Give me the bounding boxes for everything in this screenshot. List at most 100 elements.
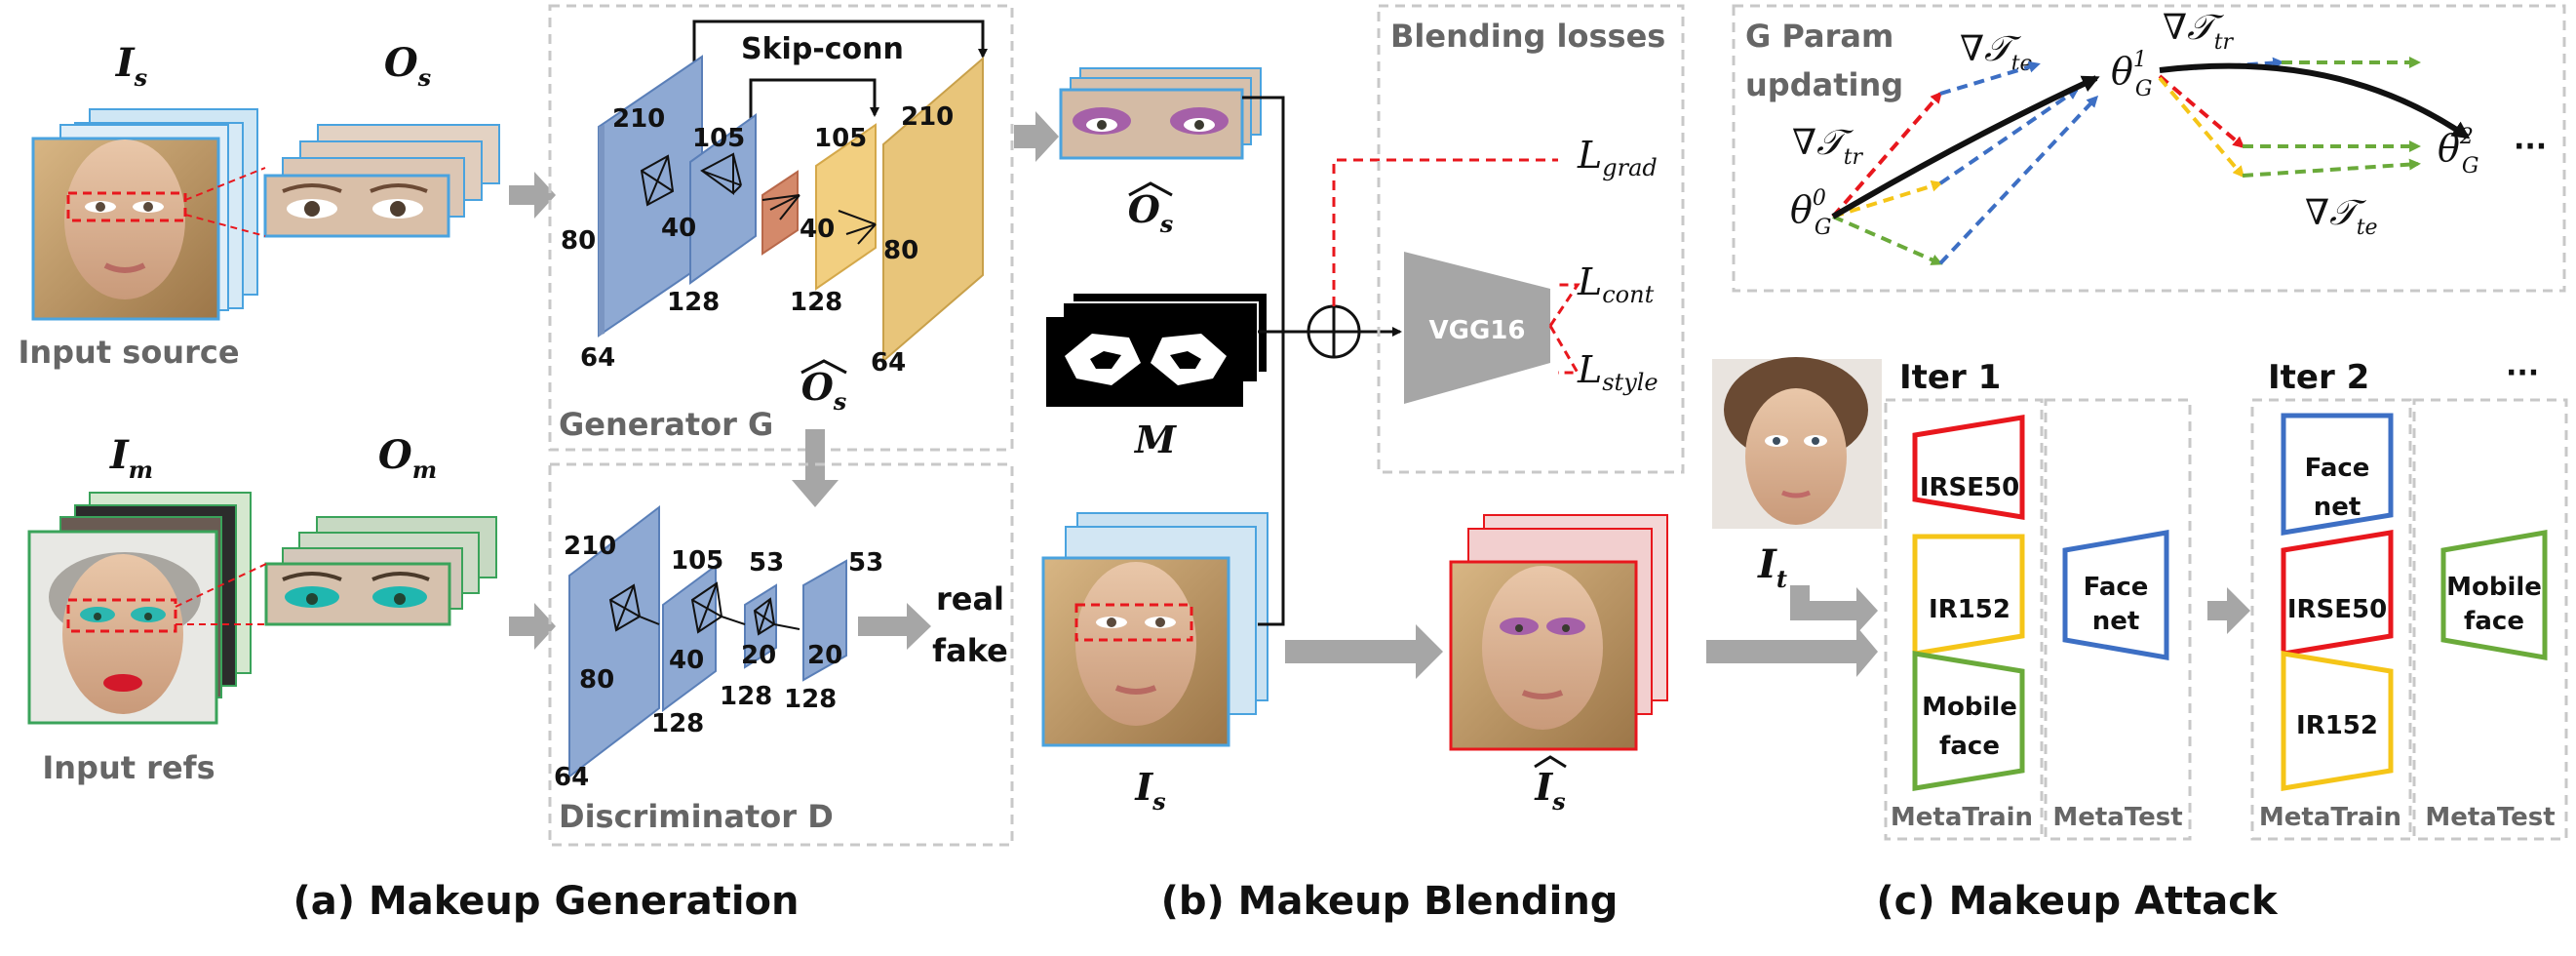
arrow-generator-to-discriminator (792, 429, 839, 507)
iter2-metatest-label: MetaTest (2425, 803, 2555, 832)
iter1-metatrain-label: MetaTrain (1891, 803, 2033, 832)
target-symbol: It (1757, 541, 1787, 593)
disc-out-fake: fake (932, 632, 1008, 669)
disc-out-real: real (936, 580, 1004, 617)
disc-dim-3: 64 (554, 763, 589, 792)
gen-dim-7: 105 (814, 124, 867, 153)
target-face-image (1712, 357, 1882, 529)
iter2-metatrain-label: MetaTrain (2259, 803, 2401, 832)
gen-dim-1: 210 (612, 104, 665, 134)
makeup-eyes-stack (1061, 68, 1261, 158)
arrow-target-to-iter (1790, 585, 1878, 634)
disc-dim-4: 105 (671, 546, 723, 576)
arrow-to-real-fake (858, 603, 931, 650)
section-blending: Os M Is (1014, 6, 1683, 924)
section-generation: Is Os Input source (18, 6, 1012, 924)
generator-output-symbol: Os (801, 365, 847, 416)
skip-connection-label: Skip-conn (741, 32, 904, 66)
disc-dim-1: 210 (564, 532, 616, 561)
input-refs-label: Input refs (42, 749, 215, 786)
disc-dim-2: 80 (579, 665, 614, 695)
output-source-eye-stack (265, 125, 499, 236)
caption-makeup-blending: (b) Makeup Blending (1161, 879, 1619, 924)
gen-dim-4: 105 (692, 124, 745, 153)
grad-tr-left: ∇𝒯tr (1792, 123, 1864, 170)
param-title-line1: G Param (1745, 18, 1893, 55)
arrow-to-os-hat (1014, 111, 1059, 162)
arrow-to-generator (509, 172, 556, 219)
result-face-stack (1451, 515, 1667, 749)
iter1-mobile-line2: face (1939, 732, 2000, 761)
gen-dim-10: 128 (790, 288, 842, 317)
output-refs-eye-stack (266, 517, 496, 624)
gen-dim-8: 40 (800, 215, 835, 244)
blending-losses-box (1379, 6, 1683, 472)
makeup-eyes-symbol: Os (1128, 187, 1174, 238)
caption-makeup-generation: (a) Makeup Generation (293, 879, 799, 924)
gen-dim-12: 64 (871, 348, 906, 378)
disc-dim-9: 128 (720, 682, 772, 711)
gen-dim-3: 64 (580, 343, 615, 373)
iter1-ir152-label: IR152 (1929, 595, 2010, 624)
mask-symbol: M (1133, 418, 1177, 461)
input-refs-symbol: Im (109, 432, 153, 484)
iter1-facenet-line2: net (2092, 607, 2140, 636)
generator-title: Generator G (559, 406, 773, 443)
iter2-ir152-label: IR152 (2296, 711, 2378, 740)
iter1-irse50-label: IRSE50 (1920, 473, 2019, 502)
gen-dim-6: 128 (667, 288, 720, 317)
iter2-facenet-line2: net (2314, 493, 2361, 522)
iter-more: ··· (2506, 356, 2539, 390)
disc-dim-11: 20 (807, 641, 842, 670)
arrow-to-result (1285, 624, 1443, 679)
disc-dim-6: 128 (651, 709, 704, 738)
gen-dim-5: 40 (661, 214, 696, 243)
blending-losses-title: Blending losses (1390, 18, 1665, 55)
arrow-iter1-to-iter2 (2207, 587, 2250, 634)
mask-stack (1047, 293, 1268, 406)
discriminator-title: Discriminator D (559, 798, 834, 835)
grad-te-bottom: ∇𝒯te (2305, 193, 2378, 240)
result-symbol: Is (1534, 765, 1566, 816)
iter1-label: Iter 1 (1899, 358, 2001, 397)
output-source-symbol: Os (384, 40, 432, 92)
iter2-irse50-label: IRSE50 (2287, 595, 2387, 624)
disc-dim-12: 128 (784, 685, 837, 714)
input-refs-image-stack (29, 493, 251, 723)
iter1-facenet-line1: Face (2084, 573, 2149, 602)
loss-cont: Lcont (1577, 260, 1655, 308)
disc-dim-5: 40 (669, 646, 704, 675)
iter2-facenet-line1: Face (2305, 454, 2370, 483)
iter1-mobile-line1: Mobile (1922, 693, 2017, 722)
loss-grad: Lgrad (1577, 134, 1658, 181)
loss-style: Lstyle (1577, 348, 1659, 396)
gen-dim-2: 80 (561, 226, 596, 256)
arrow-result-to-iter (1706, 626, 1878, 677)
blending-source-face-stack (1043, 513, 1268, 745)
theta-ellipsis: ··· (2514, 130, 2547, 164)
caption-makeup-attack: (c) Makeup Attack (1876, 879, 2279, 924)
disc-dim-8: 20 (741, 641, 776, 670)
gen-dim-9: 80 (883, 236, 918, 265)
grad-tr-top: ∇𝒯tr (2163, 8, 2235, 55)
blending-source-symbol: Is (1134, 765, 1166, 816)
output-refs-symbol: Om (378, 432, 437, 484)
gen-dim-11: 210 (901, 102, 954, 132)
vgg16-label: VGG16 (1429, 316, 1526, 345)
iter2-mobile-line1: Mobile (2446, 573, 2542, 602)
input-source-label: Input source (18, 334, 239, 371)
skip-connection-inner (751, 80, 875, 129)
input-source-symbol: Is (115, 40, 148, 92)
disc-dim-7: 53 (749, 548, 784, 578)
iter2-mobile-line2: face (2464, 607, 2524, 636)
arrow-to-discriminator (509, 603, 556, 650)
param-title-line2: updating (1745, 66, 1903, 103)
grad-te-top: ∇𝒯te (1960, 29, 2033, 76)
disc-dim-10: 53 (848, 548, 883, 578)
iter2-label: Iter 2 (2268, 358, 2369, 397)
input-source-image-stack (33, 109, 257, 319)
